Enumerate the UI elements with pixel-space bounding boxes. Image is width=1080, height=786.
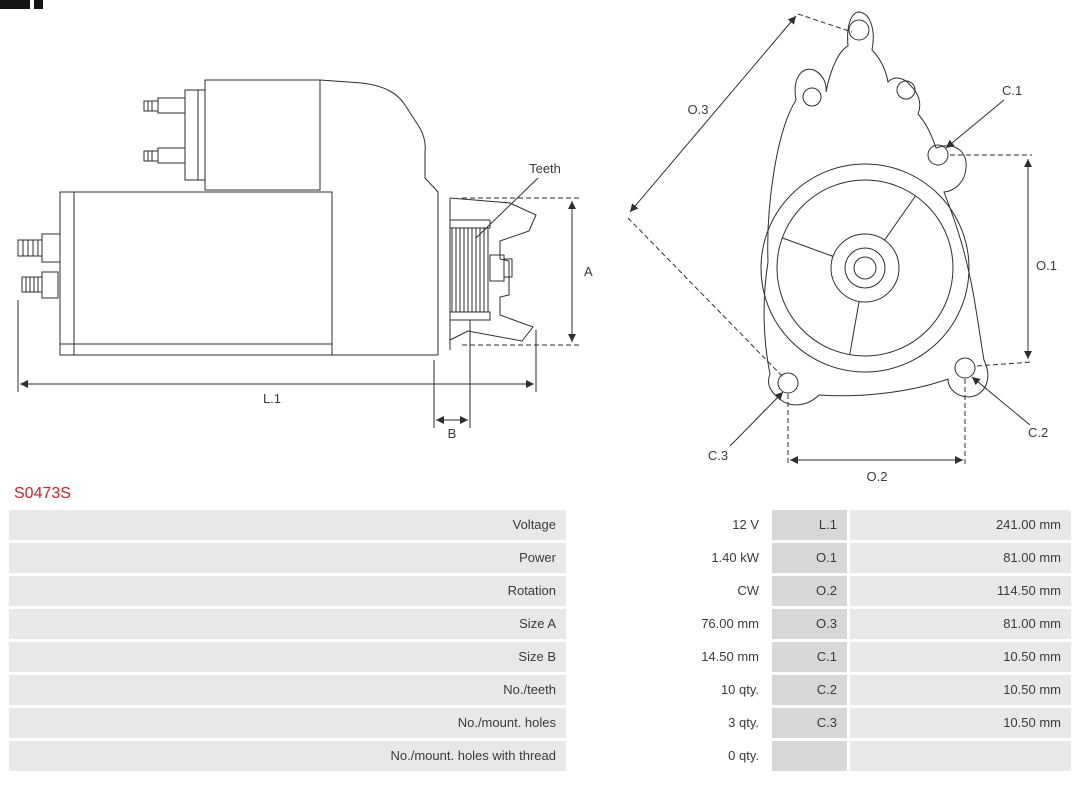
spec-label: Size B <box>9 642 566 672</box>
spec-label: No./mount. holes <box>9 708 566 738</box>
dimension-c1: C.1 <box>945 83 1022 149</box>
technical-drawing: Teeth A L.1 B <box>17 11 1057 484</box>
dim-label: C.2 <box>772 675 847 705</box>
table-row: Voltage 12 V L.1 241.00 mm <box>9 510 1071 540</box>
table-row: Size A 76.00 mm O.3 81.00 mm <box>9 609 1071 639</box>
dim-a-label: A <box>584 264 593 279</box>
dim-c2-label: C.2 <box>1028 425 1048 440</box>
dim-value: 81.00 mm <box>850 609 1071 639</box>
part-number: S0473S <box>14 485 71 502</box>
dim-c1-label: C.1 <box>1002 83 1022 98</box>
dim-o1-label: O.1 <box>1036 258 1057 273</box>
dim-b-label: B <box>448 426 457 441</box>
hole-c3 <box>777 372 799 394</box>
dim-value: 81.00 mm <box>850 543 1071 573</box>
spec-label: No./teeth <box>9 675 566 705</box>
spec-value: 10 qty. <box>569 675 769 705</box>
dim-label: C.1 <box>772 642 847 672</box>
dim-value: 114.50 mm <box>850 576 1071 606</box>
dim-o2-label: O.2 <box>867 469 888 484</box>
dimension-o3: O.3 <box>627 13 853 379</box>
dim-value <box>850 741 1071 771</box>
spec-label: Voltage <box>9 510 566 540</box>
dimension-o2: O.2 <box>787 379 966 484</box>
spec-table: Voltage 12 V L.1 241.00 mm Power 1.40 kW… <box>9 510 1071 771</box>
starter-side-view-drawing: Teeth A L.1 B <box>17 79 593 441</box>
dimension-l1: L.1 <box>17 300 537 406</box>
dimension-c2: C.2 <box>971 376 1048 440</box>
dim-label: L.1 <box>772 510 847 540</box>
drive-end-housing-outline <box>319 79 537 356</box>
motor-body-outline <box>17 191 333 356</box>
spec-value: 1.40 kW <box>569 543 769 573</box>
dim-c3-label: C.3 <box>708 448 728 463</box>
dimension-a: A <box>462 197 593 346</box>
dimension-o1: O.1 <box>950 154 1057 367</box>
spec-value: 14.50 mm <box>569 642 769 672</box>
dim-label: O.1 <box>772 543 847 573</box>
dim-value: 10.50 mm <box>850 708 1071 738</box>
dim-l1-label: L.1 <box>263 391 281 406</box>
dim-label: O.2 <box>772 576 847 606</box>
hole-c1 <box>927 144 949 166</box>
dim-value: 10.50 mm <box>850 675 1071 705</box>
spec-label: Rotation <box>9 576 566 606</box>
spec-label: Size A <box>9 609 566 639</box>
spec-value: 76.00 mm <box>569 609 769 639</box>
dim-o3-label: O.3 <box>688 102 709 117</box>
table-row: No./teeth 10 qty. C.2 10.50 mm <box>9 675 1071 705</box>
logo-fragment <box>0 0 43 9</box>
teeth-callout: Teeth <box>475 161 561 239</box>
spec-value: 3 qty. <box>569 708 769 738</box>
table-row: No./mount. holes with thread 0 qty. <box>9 741 1071 771</box>
dimension-c3: C.3 <box>708 391 784 463</box>
top-mount-hole <box>848 19 870 41</box>
hole-c2 <box>954 357 976 379</box>
table-row: Rotation CW O.2 114.50 mm <box>9 576 1071 606</box>
table-row: No./mount. holes 3 qty. C.3 10.50 mm <box>9 708 1071 738</box>
spec-label: Power <box>9 543 566 573</box>
mounting-flange-outline <box>760 11 989 406</box>
solenoid-outline <box>143 79 321 191</box>
dim-value: 241.00 mm <box>850 510 1071 540</box>
dim-label <box>772 741 847 771</box>
dimension-b: B <box>433 320 471 441</box>
starter-front-view-drawing: O.3 C.1 O.1 O.2 C.3 C.2 <box>627 11 1057 484</box>
logo-fragment-bar <box>0 0 30 9</box>
logo-fragment-bar <box>34 0 43 9</box>
spec-value: CW <box>569 576 769 606</box>
spec-value: 12 V <box>569 510 769 540</box>
dim-label: C.3 <box>772 708 847 738</box>
dim-value: 10.50 mm <box>850 642 1071 672</box>
table-row: Power 1.40 kW O.1 81.00 mm <box>9 543 1071 573</box>
spec-label: No./mount. holes with thread <box>9 741 566 771</box>
spec-value: 0 qty. <box>569 741 769 771</box>
dim-label: O.3 <box>772 609 847 639</box>
teeth-label: Teeth <box>529 161 561 176</box>
table-row: Size B 14.50 mm C.1 10.50 mm <box>9 642 1071 672</box>
